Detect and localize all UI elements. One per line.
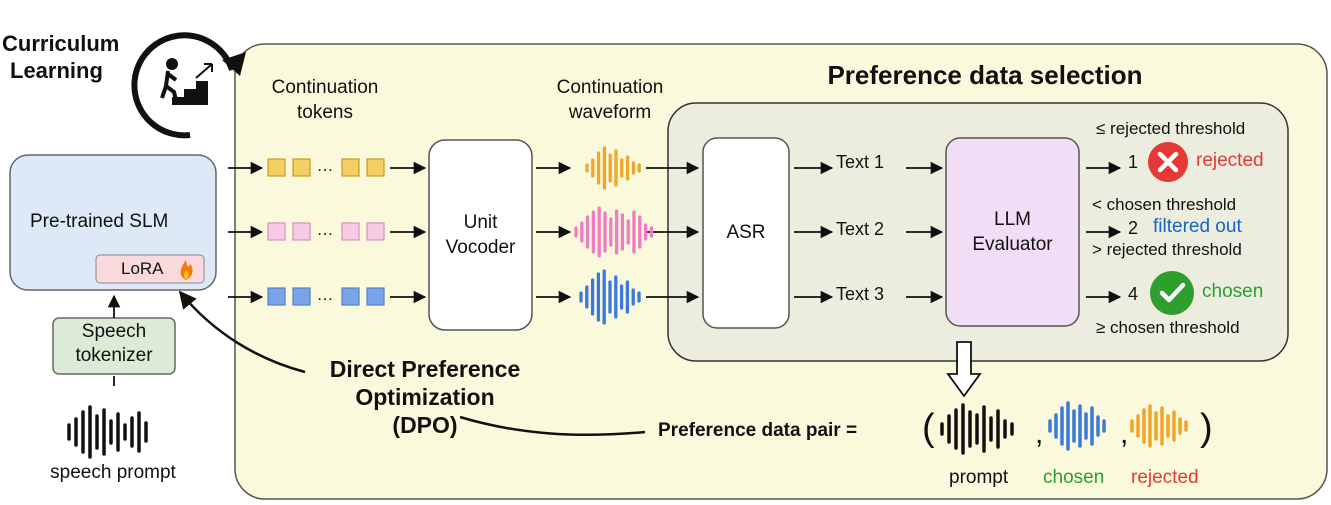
chosen-check-icon <box>1150 271 1194 315</box>
token-ellipsis-row-1: … <box>317 156 334 175</box>
token-row-1-1 <box>292 158 311 177</box>
pair-prompt-label: prompt <box>949 467 1009 488</box>
text-2-label: Text 2 <box>836 219 885 239</box>
rejected-condition: ≤ rejected threshold <box>1096 119 1246 138</box>
chosen-condition: ≥ chosen threshold <box>1096 318 1240 337</box>
text-3-label: Text 3 <box>836 284 885 304</box>
token-row-2-2 <box>341 222 360 241</box>
llm-line2: Evaluator <box>972 234 1053 255</box>
token-row-3-2 <box>341 287 360 306</box>
vocoder-line1: Unit <box>463 212 498 233</box>
token-row-2-3 <box>366 222 385 241</box>
waveform-pair-chosen <box>1048 401 1106 451</box>
pair-comma-2: , <box>1120 417 1129 450</box>
token-ellipsis-row-3: … <box>317 285 334 304</box>
filtered-score: 2 <box>1128 218 1139 238</box>
llm-evaluator-box <box>945 137 1080 327</box>
waveform-orange <box>585 146 641 190</box>
token-row-3-3 <box>366 287 385 306</box>
token-row-1-0 <box>267 158 286 177</box>
pretrained-slm-label: Pre-trained SLM <box>30 211 169 232</box>
continuation-waveform-line1: Continuation <box>556 77 664 98</box>
rejected-score: 1 <box>1128 152 1139 172</box>
filtered-label: filtered out <box>1153 216 1242 237</box>
continuation-waveform-line2: waveform <box>568 102 652 123</box>
lora-label: LoRA <box>121 259 164 278</box>
pair-label: Preference data pair = <box>658 420 858 441</box>
pair-close-paren: ) <box>1200 407 1213 449</box>
continuation-tokens-line2: tokens <box>297 102 353 123</box>
asr-label: ASR <box>726 222 766 243</box>
down-arrow-icon <box>946 341 982 398</box>
waveforms <box>67 146 1188 459</box>
token-row-1-3 <box>366 158 385 177</box>
filtered-condition-bottom: > rejected threshold <box>1092 240 1242 259</box>
token-rows: … … … <box>267 156 385 306</box>
waveform-pink <box>574 206 654 258</box>
chosen-score: 4 <box>1128 284 1139 304</box>
dpo-line2: Optimization <box>355 384 495 410</box>
curriculum-title-line2: Learning <box>10 58 103 83</box>
dpo-line1: Direct Preference <box>329 356 521 382</box>
curriculum-stairs-icon <box>131 32 246 139</box>
fire-icon <box>180 260 193 280</box>
token-row-3-1 <box>292 287 311 306</box>
continuation-tokens-line1: Continuation <box>271 77 379 98</box>
pair-comma-1: , <box>1035 417 1044 450</box>
llm-line1: LLM <box>994 209 1031 230</box>
tokenizer-line2: tokenizer <box>75 345 153 366</box>
token-row-1-2 <box>341 158 360 177</box>
token-row-3-0 <box>267 287 286 306</box>
rejected-x-icon <box>1148 142 1188 182</box>
speech-prompt-label: speech prompt <box>50 462 176 483</box>
pair-rejected-label: rejected <box>1131 467 1199 488</box>
pair-chosen-label: chosen <box>1043 467 1105 488</box>
pair-open-paren: ( <box>922 407 935 449</box>
filtered-condition-top: < chosen threshold <box>1092 195 1237 214</box>
waveform-pair-prompt <box>940 403 1014 455</box>
token-row-2-0 <box>267 222 286 241</box>
token-ellipsis-row-2: … <box>317 220 334 239</box>
waveform-blue <box>579 269 641 325</box>
chosen-label: chosen <box>1202 281 1264 302</box>
asr-box <box>702 137 790 329</box>
curriculum-title-line1: Curriculum <box>2 31 120 56</box>
dpo-line3: (DPO) <box>392 412 458 438</box>
rejected-label: rejected <box>1196 150 1264 171</box>
waveform-speech-prompt <box>67 405 148 459</box>
selection-title: Preference data selection <box>827 60 1143 90</box>
lora-box <box>95 254 205 284</box>
flow-arrows <box>228 161 1122 304</box>
tokenizer-line1: Speech <box>81 321 147 342</box>
waveform-pair-rejected <box>1130 404 1188 448</box>
token-row-2-1 <box>292 222 311 241</box>
text-1-label: Text 1 <box>836 152 885 172</box>
unit-vocoder-box <box>428 139 533 331</box>
vocoder-line2: Vocoder <box>445 237 516 258</box>
